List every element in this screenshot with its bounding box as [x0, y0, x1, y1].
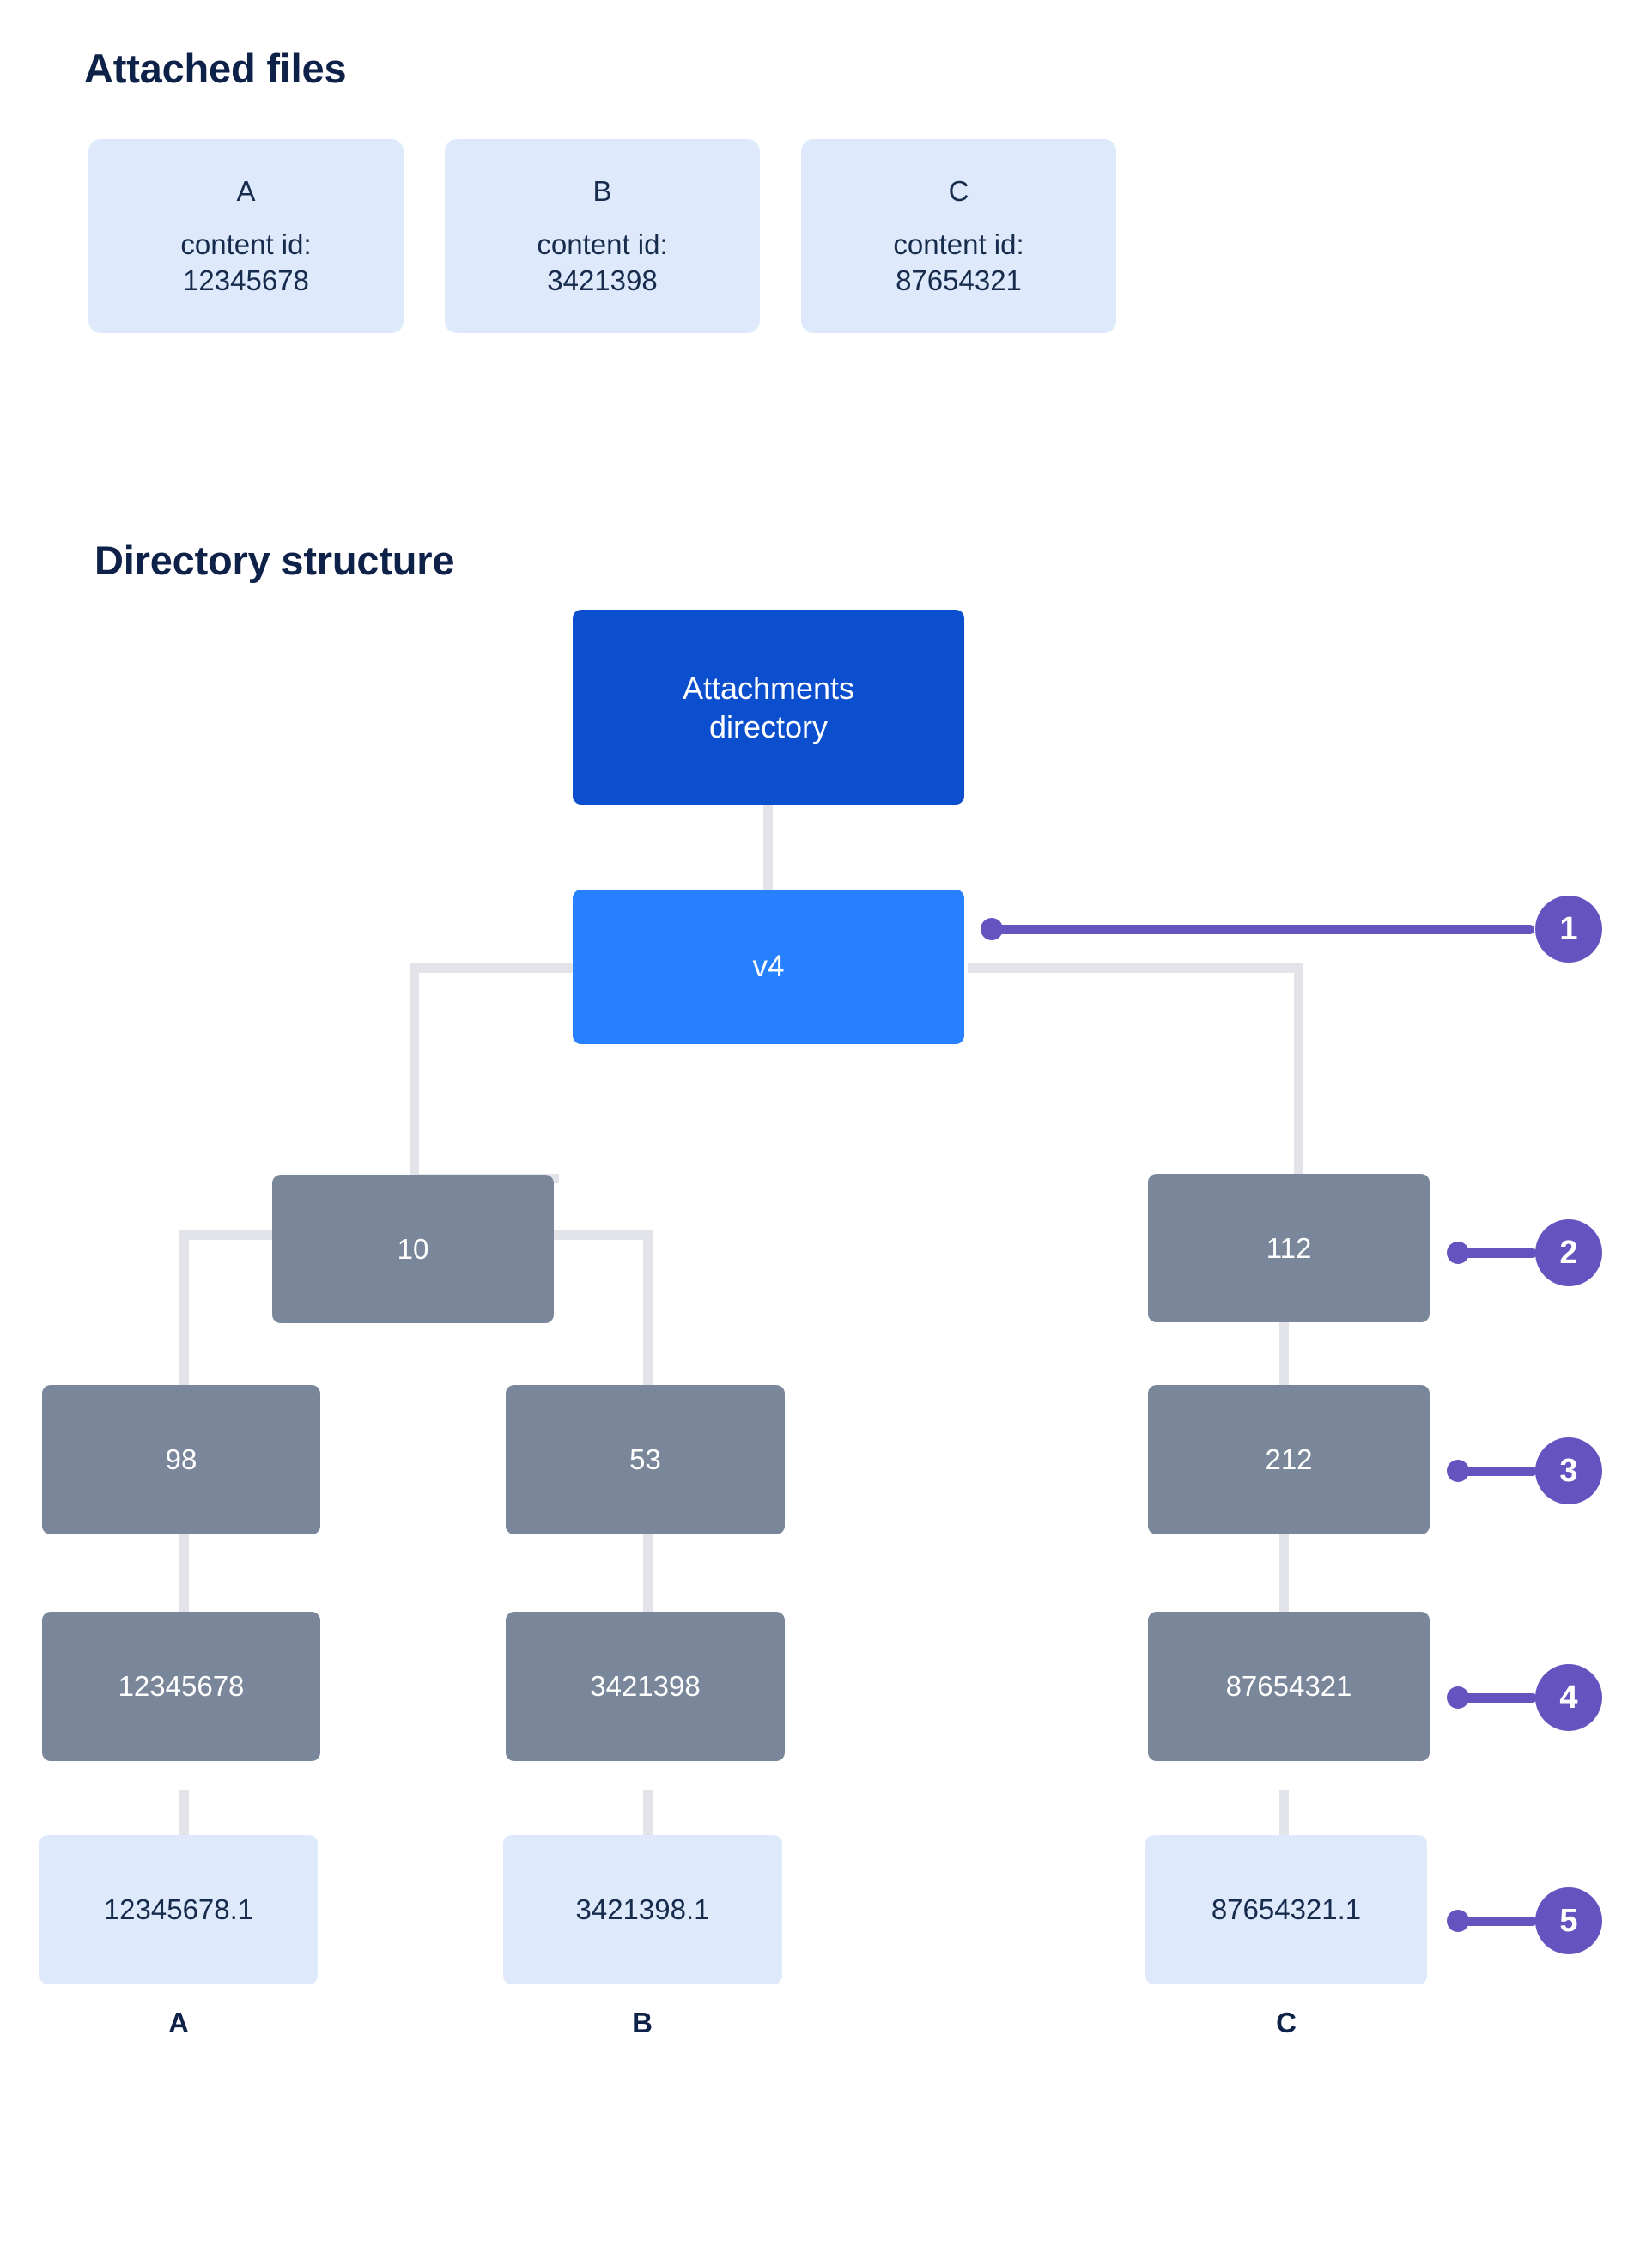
callout-dot-1 — [981, 918, 1003, 940]
file-card-meta-label: content id: — [537, 228, 668, 260]
node-label-line1: Attachments — [682, 670, 855, 706]
node-label: 87654321 — [1225, 1670, 1352, 1703]
node-label: 212 — [1265, 1443, 1313, 1476]
attached-file-card-b: B content id: 3421398 — [445, 139, 760, 333]
file-card-meta-label: content id: — [180, 228, 312, 260]
attached-files-heading: Attached files — [84, 46, 347, 91]
file-card-content-id: 12345678 — [183, 264, 309, 297]
node-98[interactable]: 98 — [42, 1385, 320, 1534]
node-label: 12345678 — [118, 1670, 245, 1703]
file-card-meta-label: content id: — [893, 228, 1024, 260]
callout-badge-5[interactable]: 5 — [1535, 1887, 1602, 1954]
connector-112-to-212 — [1279, 1318, 1289, 1430]
node-file-87654321-1[interactable]: 87654321.1 — [1145, 1835, 1427, 1984]
node-content-dir-87654321[interactable]: 87654321 — [1148, 1612, 1430, 1761]
node-label: 87654321.1 — [1211, 1893, 1362, 1926]
connector-87654321-to-file — [1279, 1790, 1289, 1842]
node-label-line2: directory — [708, 708, 829, 744]
node-212[interactable]: 212 — [1148, 1385, 1430, 1534]
callout-dot-5 — [1447, 1910, 1469, 1932]
column-label-a: A — [168, 2007, 189, 2038]
callout-line-2 — [1455, 1248, 1537, 1258]
node-content-dir-12345678[interactable]: 12345678 — [42, 1612, 320, 1761]
node-v4[interactable]: v4 — [573, 890, 964, 1044]
connector-10-to-53-horizontal — [550, 1230, 653, 1240]
connector-v4-left-horizontal — [410, 963, 581, 973]
callout-badge-2[interactable]: 2 — [1535, 1219, 1602, 1286]
node-label: 10 — [397, 1232, 429, 1265]
file-card-title: B — [592, 174, 612, 207]
node-label: 12345678.1 — [103, 1893, 254, 1926]
connector-53-to-3421398 — [643, 1528, 653, 1640]
attached-file-card-a: A content id: 12345678 — [88, 139, 404, 333]
callout-badge-4[interactable]: 4 — [1535, 1664, 1602, 1731]
connector-12345678-to-file — [179, 1790, 189, 1842]
node-112[interactable]: 112 — [1148, 1174, 1430, 1322]
callout-badge-3[interactable]: 3 — [1535, 1437, 1602, 1504]
callout-badge-1[interactable]: 1 — [1535, 896, 1602, 963]
connector-98-to-12345678 — [179, 1528, 189, 1640]
callout-line-3 — [1455, 1467, 1537, 1476]
node-53[interactable]: 53 — [506, 1385, 785, 1534]
callout-dot-2 — [1447, 1242, 1469, 1264]
file-card-content-id: 3421398 — [547, 264, 658, 297]
column-label-b: B — [632, 2007, 653, 2038]
callout-line-1 — [989, 925, 1534, 934]
node-file-12345678-1[interactable]: 12345678.1 — [39, 1835, 318, 1984]
node-file-3421398-1[interactable]: 3421398.1 — [503, 1835, 782, 1984]
attached-file-card-c: C content id: 87654321 — [801, 139, 1116, 333]
connector-root-to-v4 — [763, 803, 773, 906]
connector-10-to-98-horizontal — [179, 1230, 278, 1240]
node-label: 3421398.1 — [575, 1893, 710, 1926]
node-label: 98 — [165, 1443, 197, 1476]
node-label: 53 — [629, 1443, 661, 1476]
callout-line-5 — [1455, 1917, 1537, 1926]
connector-v4-right-horizontal — [968, 963, 1303, 973]
column-label-c: C — [1276, 2007, 1297, 2038]
callout-dot-4 — [1447, 1686, 1469, 1709]
connector-10-to-98-vertical — [179, 1230, 189, 1388]
node-content-dir-3421398[interactable]: 3421398 — [506, 1612, 785, 1761]
node-10[interactable]: 10 — [272, 1175, 554, 1323]
file-card-content-id: 87654321 — [896, 264, 1022, 297]
node-label: v4 — [752, 950, 785, 984]
node-attachments-directory[interactable]: Attachments directory — [573, 610, 964, 805]
file-card-title: A — [236, 174, 256, 207]
connector-212-to-87654321 — [1279, 1528, 1289, 1640]
callout-dot-3 — [1447, 1460, 1469, 1482]
node-label: 112 — [1266, 1231, 1312, 1264]
connector-10-to-53-vertical — [643, 1230, 653, 1388]
file-card-title: C — [948, 174, 969, 207]
node-label: 3421398 — [590, 1670, 701, 1703]
connector-3421398-to-file — [643, 1790, 653, 1842]
directory-structure-heading: Directory structure — [94, 538, 455, 583]
connector-v4-left-vertical — [410, 963, 419, 1183]
callout-line-4 — [1455, 1693, 1537, 1703]
connector-v4-right-vertical — [1294, 963, 1303, 1175]
